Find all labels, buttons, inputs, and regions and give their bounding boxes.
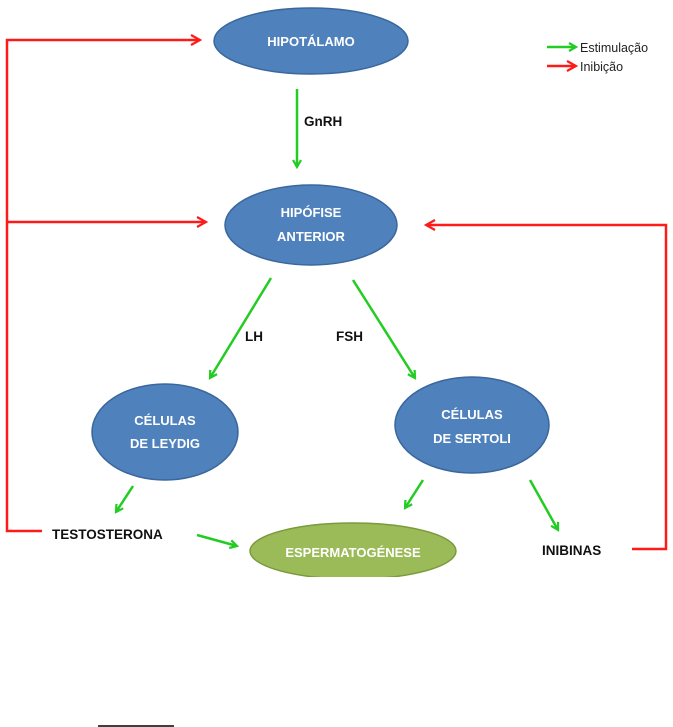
node-espermatogenese: ESPERMATOGÉNESE <box>249 522 457 577</box>
node-celulas-leydig: CÉLULAS DE LEYDIG <box>91 383 239 481</box>
leydig-ellipse <box>91 383 239 481</box>
inibinas-feedback-line <box>426 225 668 551</box>
leydig-label-line1: CÉLULAS <box>134 413 196 428</box>
inhibition-loops <box>5 40 668 551</box>
stimulation-arrows <box>116 89 558 546</box>
gnrh-label: GnRH <box>304 114 342 129</box>
hipotalamo-label: HIPOTÁLAMO <box>267 34 354 49</box>
hipofise-label-line2: ANTERIOR <box>277 229 346 244</box>
testosterone-to-espermatogenese-arrow <box>196 533 237 546</box>
node-celulas-sertoli: CÉLULAS DE SERTOLI <box>394 376 550 474</box>
legend-stimulation-label: Estimulação <box>580 41 648 55</box>
sertoli-ellipse <box>394 376 550 474</box>
testosterona-label: TESTOSTERONA <box>52 527 163 542</box>
legend: Estimulação Inibição <box>547 41 648 74</box>
espermatogenese-ellipse <box>249 522 457 577</box>
hipofise-label-line1: HIPÓFISE <box>281 205 342 220</box>
sertoli-to-espermatogenese-arrow <box>405 479 425 508</box>
legend-inhibition-label: Inibição <box>580 60 623 74</box>
node-hipofise-anterior: HIPÓFISE ANTERIOR <box>224 184 398 266</box>
fsh-arrow <box>351 279 415 378</box>
leydig-to-testosterone-arrow <box>116 485 135 512</box>
sertoli-label-line1: CÉLULAS <box>441 407 503 422</box>
espermatogenese-label: ESPERMATOGÉNESE <box>285 545 421 560</box>
inibinas-label: INIBINAS <box>542 543 601 558</box>
fsh-label: FSH <box>336 329 363 344</box>
sertoli-label-line2: DE SERTOLI <box>433 431 511 446</box>
leydig-label-line2: DE LEYDIG <box>130 436 200 451</box>
sertoli-to-inibinas-arrow <box>528 479 558 530</box>
hipotalamo-ellipse <box>213 7 409 75</box>
testosterone-feedback-line <box>5 40 200 533</box>
lh-arrow <box>210 277 273 378</box>
hipofise-ellipse <box>224 184 398 266</box>
lh-label: LH <box>245 329 263 344</box>
node-hipotalamo: HIPOTÁLAMO <box>213 7 409 75</box>
